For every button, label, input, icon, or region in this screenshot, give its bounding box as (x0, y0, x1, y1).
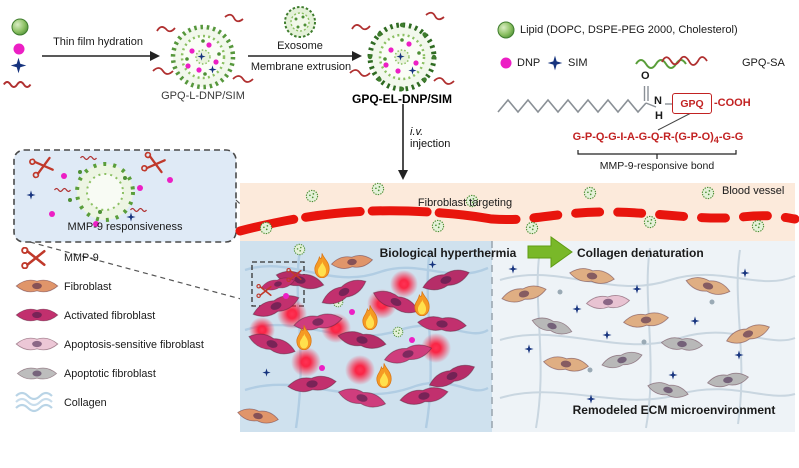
blood-vessel-label: Blood vessel (722, 185, 785, 197)
peptide-sequence: G-P-Q-G-I-A-G-Q-R-(G-P-O)4-G-G (540, 131, 776, 145)
stearic-chain-structure (497, 86, 692, 131)
remodeled-ecm-label: Remodeled ECM microenvironment (572, 403, 776, 417)
legend-activated-fibroblast-label: Activated fibroblast (64, 310, 156, 322)
iv-injection-label: i.v. injection (410, 126, 480, 150)
hydrogen-atom-label: H (655, 110, 663, 122)
legend-fibroblast-label: Fibroblast (64, 281, 112, 293)
dnp-icon (13, 43, 25, 55)
sim-star-icon (10, 57, 27, 74)
legend-lipid-icon (497, 21, 515, 39)
mmp9-zoom-box (13, 149, 237, 243)
gpq-sa-legend-label: GPQ-SA (742, 57, 785, 69)
fibroblast-targeting-label: Fibroblast targeting (417, 197, 513, 209)
membrane-extrusion-arrow (248, 51, 362, 61)
nitrogen-atom-label: N (654, 95, 662, 107)
exosome-label: Exosome (277, 40, 323, 52)
peptide-bracket (577, 150, 737, 159)
legend-apoptosis-sensitive-label: Apoptosis-sensitive fibroblast (64, 339, 204, 351)
legend-collagen-label: Collagen (64, 397, 107, 409)
biological-hyperthermia-label: Biological hyperthermia (379, 246, 517, 260)
legend-collagen-icon (15, 391, 53, 413)
mmp9-responsiveness-label: MMP-9 responsiveness (67, 221, 183, 233)
gpq-sa-icon (3, 80, 32, 89)
dnp-legend-label: DNP (517, 57, 541, 69)
sim-legend-label: SIM (568, 57, 588, 69)
legend-dnp-icon (500, 57, 512, 69)
transition-arrow (527, 236, 573, 268)
nanoparticle-gpq-el-icon (349, 11, 455, 92)
legend-gpq-sa-icon (635, 55, 708, 69)
thin-film-hydration-label: Thin film hydration (53, 36, 143, 48)
component-stack (3, 18, 32, 89)
gpq-peptide-box: GPQ (672, 93, 712, 114)
mmp9-responsive-bond-label: MMP-9-responsive bond (599, 160, 715, 172)
legend-mmp9-icon (20, 247, 46, 269)
thin-film-arrow (42, 51, 160, 61)
released-sim-right (508, 264, 750, 404)
oxygen-atom-label: O (641, 70, 650, 82)
np2-label: GPQ-EL-DNP/SIM (351, 92, 452, 106)
legend-activated-fibroblast-icon (15, 308, 59, 322)
membrane-extrusion-label: Membrane extrusion (250, 61, 352, 73)
exosome-icon (284, 6, 316, 38)
peptide-part1: G-P-Q-G-I-A-G-Q-R-(G-P-O) (572, 131, 714, 143)
cooh-label: -COOH (714, 97, 751, 109)
legend-apoptotic-icon (16, 367, 58, 380)
legend-sim-icon (547, 55, 563, 71)
iv-injection-arrow (398, 104, 408, 180)
lipid-icon (11, 18, 29, 36)
iv-italic: i.v. (410, 126, 424, 138)
legend-apoptosis-sensitive-icon (15, 337, 59, 351)
iv-rest: injection (410, 138, 451, 150)
blood-vessel (235, 206, 799, 236)
lipid-legend-label: Lipid (DOPC, DSPE-PEG 2000, Cholesterol) (520, 24, 738, 36)
peptide-part2: -G-G (718, 131, 744, 143)
np1-label: GPQ-L-DNP/SIM (161, 90, 245, 102)
peptide-subscript: 4 (713, 135, 719, 146)
legend-fibroblast-icon (15, 279, 59, 293)
released-payloads-left (256, 260, 437, 377)
collagen-denaturation-label: Collagen denaturation (577, 246, 704, 260)
legend-apoptotic-label: Apoptotic fibroblast (64, 368, 156, 380)
nanoparticle-gpq-l-icon (152, 13, 254, 90)
legend-mmp9-label: MMP-9 (64, 252, 99, 264)
